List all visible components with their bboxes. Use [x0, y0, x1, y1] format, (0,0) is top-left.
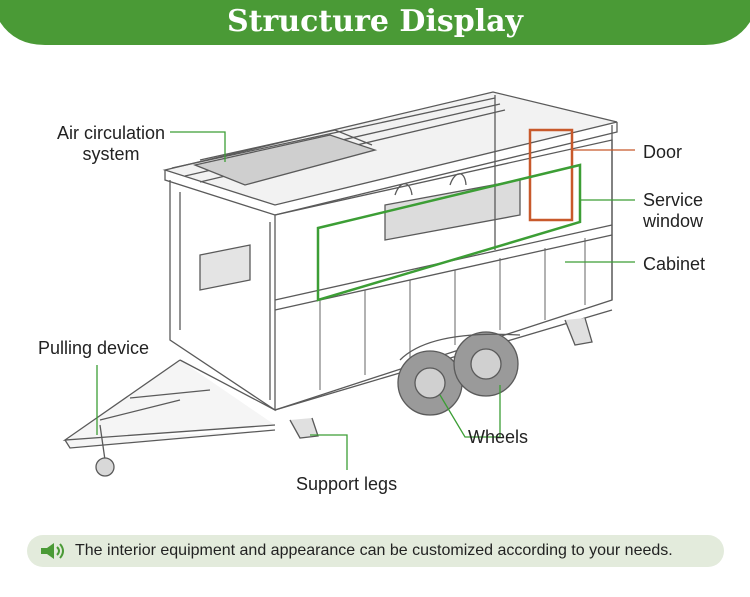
- label-service-line1: Service: [643, 190, 704, 210]
- label-door: Door: [643, 142, 683, 162]
- air-leader: [170, 131, 226, 162]
- trailer-diagram: [62, 91, 635, 477]
- label-support-legs: Support legs: [296, 474, 398, 494]
- speaker-icon: [41, 543, 64, 559]
- label-cabinet: Cabinet: [643, 254, 706, 274]
- label-wheels: Wheels: [468, 427, 529, 447]
- trailer-drawing: [62, 91, 618, 477]
- header-banner: Structure Display: [0, 0, 750, 48]
- label-air-line2: system: [82, 144, 140, 164]
- support-leader: [310, 434, 348, 470]
- service-window-outline: [316, 163, 582, 302]
- label-service-window: Service window: [643, 190, 703, 232]
- door-outline: [528, 128, 574, 222]
- page-title: Structure Display: [227, 4, 523, 39]
- wheels-leader: [439, 385, 501, 438]
- label-pulling-device: Pulling device: [38, 338, 150, 358]
- footer-note: The interior equipment and appearance ca…: [27, 535, 724, 567]
- label-air-circulation: Air circulation system: [52, 123, 170, 165]
- label-air-line1: Air circulation: [56, 123, 166, 143]
- header-shape: [0, 0, 750, 45]
- footer-text: The interior equipment and appearance ca…: [75, 542, 673, 559]
- leader-lines: [96, 131, 635, 470]
- label-service-line2: window: [643, 211, 704, 231]
